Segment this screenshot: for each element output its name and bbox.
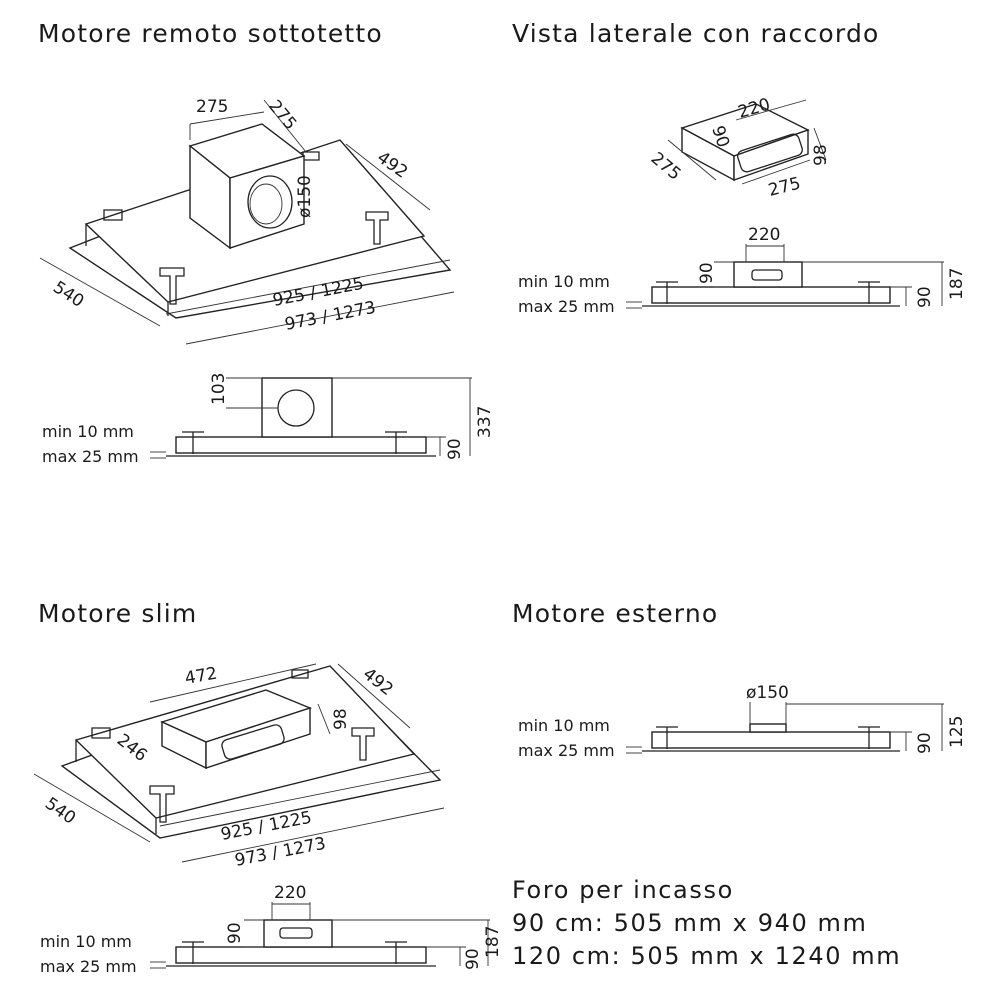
lateral-total-height-label: 187 [947,268,967,300]
slim-side-hood [175,946,427,964]
external-side-hood [651,731,891,749]
remote-duct-label: ø150 [295,175,315,218]
lateral-height2-label: 98 [811,144,831,166]
lateral-depth2-label: 275 [766,174,802,201]
lateral-hood-height-label: 90 [915,286,935,308]
lateral-side-width-label: 220 [748,225,780,245]
lateral-fitting-front [733,129,809,181]
cutout-120cm: 120 cm: 505 mm x 1240 mm [512,942,902,970]
remote-depth-label: 492 [373,148,411,183]
remote-side-motor [261,377,333,438]
slim-height-label: 98 [331,708,351,730]
remote-side-hood [175,436,427,454]
slim-hood-height-label: 90 [463,948,483,970]
remote-gap-max: max 25 mm [42,447,139,466]
lateral-side-hood [651,286,891,304]
external-gap-max: max 25 mm [518,741,615,760]
external-gap-min: min 10 mm [518,716,610,735]
cutout-heading: Foro per incasso [512,876,734,904]
slim-bracket-left [149,785,175,823]
remote-offset-label: 103 [209,373,229,405]
lateral-gap-min: min 10 mm [518,272,610,291]
remote-side-label: 540 [49,277,87,311]
slim-side-drawing: 220 90 90 187 min 10 mm max 25 mm [40,883,503,976]
slim-motor-front [205,707,311,769]
title-remote-motor: Motore remoto sottotetto [38,19,383,48]
slim-bracket-right [351,727,375,761]
external-side-drawing: ø150 90 125 min 10 mm max 25 mm [518,683,967,760]
cutout-90cm: 90 cm: 505 mm x 940 mm [512,909,868,937]
lateral-gap-max: max 25 mm [518,297,615,316]
remote-bracket-right [365,211,389,245]
slim-side-height-label: 90 [225,922,245,944]
remote-hood-height-label: 90 [445,438,465,460]
slim-total-height-label: 187 [483,926,503,958]
slim-depth-label: 492 [359,664,397,700]
external-total-height-label: 125 [947,716,967,748]
slim-side-label: 540 [41,794,79,829]
remote-iso-drawing: 275 275 492 ø150 540 925 / 1225 973 / 12… [39,96,455,345]
remote-total-height-label: 337 [475,406,495,438]
title-lateral-view: Vista laterale con raccordo [512,19,880,48]
remote-bracket-left [159,267,185,305]
external-hood-height-label: 90 [915,732,935,754]
lateral-side-height-label: 90 [697,262,717,284]
remote-motor-width-label: 275 [196,97,228,117]
slim-length-label: 472 [183,664,218,689]
slim-side-motor [263,919,333,948]
lateral-side-drawing: 220 90 90 187 min 10 mm max 25 mm [518,225,967,316]
slim-bracket-top [91,669,309,739]
title-slim-motor: Motore slim [38,599,198,628]
remote-duct-circle [247,175,293,229]
lateral-iso-drawing: 220 90 98 275 275 [647,95,831,201]
slim-gap-min: min 10 mm [40,932,132,951]
slim-outlet [221,724,285,760]
title-external-motor: Motore esterno [512,599,719,628]
lateral-side-fitting [733,261,803,288]
lateral-fitting-outlet [737,133,803,173]
slim-side-width-label: 220 [274,883,306,903]
remote-side-drawing: 103 337 90 min 10 mm max 25 mm [42,373,495,466]
remote-motor-front [229,155,305,249]
slim-iso-drawing: 472 492 98 246 540 925 / 1225 973 / 1273 [33,663,445,871]
remote-motor-depth-label: 275 [264,96,300,134]
cutout-info: Foro per incasso 90 cm: 505 mm x 940 mm … [512,874,901,973]
remote-gap-min: min 10 mm [42,422,134,441]
lateral-depth-label: 275 [647,149,685,185]
external-side-collar [749,723,787,733]
external-duct-label: ø150 [746,683,789,703]
slim-gap-max: max 25 mm [40,957,137,976]
